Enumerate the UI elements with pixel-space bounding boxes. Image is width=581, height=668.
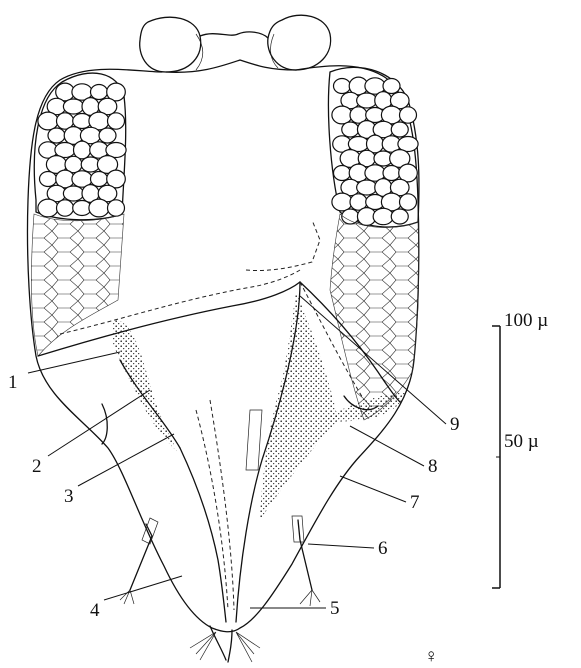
egg xyxy=(357,93,377,108)
egg xyxy=(99,128,116,143)
sex-symbol: ♀ xyxy=(424,646,438,667)
egg xyxy=(332,106,352,124)
egg xyxy=(342,122,359,137)
egg xyxy=(89,199,109,217)
egg xyxy=(383,166,400,181)
scale-max-label: 100 µ xyxy=(504,310,548,331)
scale-mid-label: 50 µ xyxy=(504,431,539,452)
egg xyxy=(334,166,351,181)
egg xyxy=(373,208,393,224)
callout-7: 7 xyxy=(410,492,420,513)
egg xyxy=(40,172,57,187)
callout-3: 3 xyxy=(64,486,74,507)
antenna-base xyxy=(140,15,331,72)
egg xyxy=(108,200,125,216)
egg xyxy=(108,113,125,129)
egg xyxy=(400,107,417,123)
callout-1: 1 xyxy=(8,372,18,393)
egg xyxy=(38,112,58,130)
egg xyxy=(63,186,83,201)
egg xyxy=(332,193,352,211)
callout-2: 2 xyxy=(32,456,42,477)
callout-9: 9 xyxy=(450,414,460,435)
callout-4: 4 xyxy=(90,600,100,621)
egg xyxy=(38,199,58,217)
egg xyxy=(91,172,108,187)
egg xyxy=(91,85,108,100)
callout-8: 8 xyxy=(428,456,438,477)
egg xyxy=(383,79,400,94)
egg xyxy=(57,200,74,216)
egg xyxy=(391,209,408,224)
egg xyxy=(400,194,417,210)
callout-5: 5 xyxy=(330,598,340,619)
egg xyxy=(391,122,408,137)
callout-6: 6 xyxy=(378,538,388,559)
egg xyxy=(63,99,83,114)
scale-bar: 100 µ 50 µ xyxy=(492,310,548,588)
egg xyxy=(48,128,65,143)
egg xyxy=(357,180,377,195)
egg xyxy=(334,79,351,94)
